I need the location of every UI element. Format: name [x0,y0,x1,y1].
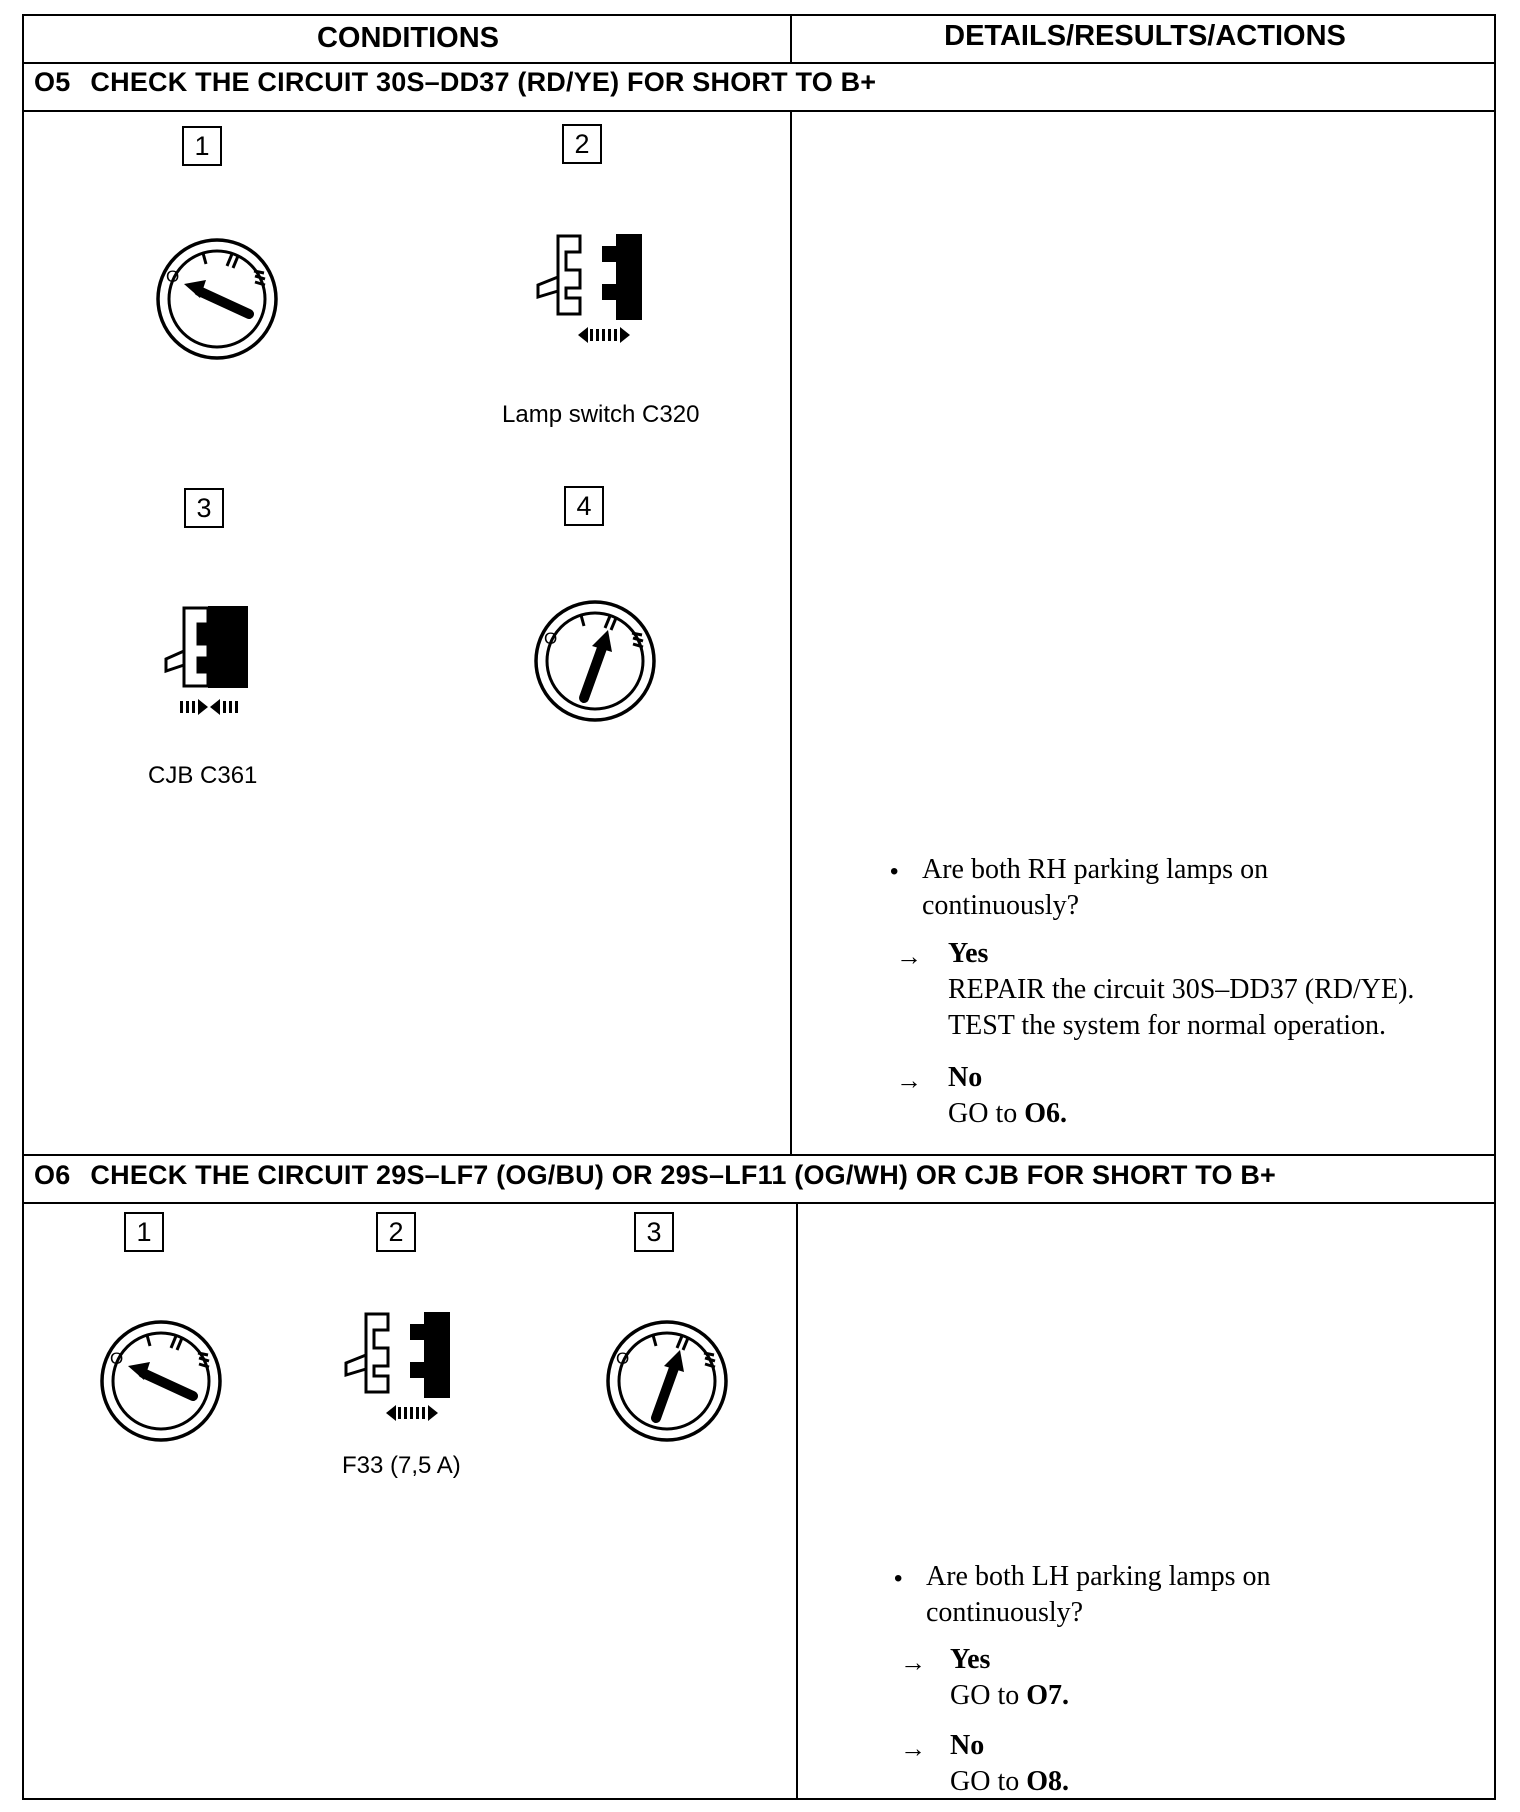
section-o6-divider [796,1202,798,1800]
o5-no-block: No GO to O6. [948,1060,1067,1132]
o5-no-prefix: GO to [948,1098,1025,1129]
o6-no-target: O8. [1026,1766,1070,1797]
o5-yes-label: Yes [948,938,989,969]
o5-yes-line-1: REPAIR the circuit 30S–DD37 (RD/YE). [948,974,1415,1005]
o6-no-arrow: → [900,1734,926,1763]
ignition-on-icon: O [606,1320,728,1442]
o6-no-prefix: GO to [950,1766,1027,1797]
section-o6-number: O6 [34,1160,71,1190]
o5-no-target: O6. [1024,1098,1068,1129]
svg-text:O: O [544,629,557,648]
o6-step-1-box: 1 [124,1212,164,1252]
o6-step-3-box: 3 [634,1212,674,1252]
o5-step-3-box: 3 [184,488,224,528]
o5-step-1-box: 1 [182,126,222,166]
section-o5-title: O5 CHECK THE CIRCUIT 30S–DD37 (RD/YE) FOR… [34,67,876,98]
o5-step-4-box: 4 [564,486,604,526]
header-details: DETAILS/RESULTS/ACTIONS [944,20,1346,52]
section-o5-divider [790,110,792,1155]
svg-text:O: O [110,1349,123,1368]
o6-no-block: No GO to O8. [950,1728,1069,1800]
svg-text:O: O [166,267,179,286]
o5-step-2-box: 2 [562,124,602,164]
o5-yes-line-2: TEST the system for normal operation. [948,1010,1387,1041]
ignition-off-icon: O [100,1320,222,1442]
o5-question: Are both RH parking lamps on continuousl… [922,854,1269,921]
section-o5-heading: CHECK THE CIRCUIT 30S–DD37 (RD/YE) FOR S… [90,67,877,97]
o5-yes-arrow: → [896,942,922,971]
section-o6-top-rule [24,1154,1494,1156]
svg-text:O: O [616,1349,629,1368]
header-conditions: CONDITIONS [316,22,500,54]
o6-yes-prefix: GO to [950,1680,1027,1711]
o6-yes-target: O7. [1026,1680,1070,1711]
section-o5-number: O5 [34,67,71,97]
o5-step-3-caption: CJB C361 [148,762,258,789]
section-o6-rule [24,1202,1494,1204]
o5-step-2-caption: Lamp switch C320 [502,401,700,428]
ignition-off-icon: O [156,238,278,360]
header-rule [24,62,1494,64]
o6-yes-block: Yes GO to O7. [950,1642,1069,1714]
o6-yes-label: Yes [950,1644,991,1675]
o5-no-arrow: → [896,1066,922,1095]
o6-yes-arrow: → [900,1648,926,1677]
o6-question-bullet: • [894,1565,903,1592]
section-o5-rule [24,110,1494,112]
o5-question-bullet: • [890,858,899,885]
header-divider [790,16,792,62]
disconnect-connector-icon [536,234,642,343]
o6-step-2-box: 2 [376,1212,416,1252]
connect-connector-icon [164,606,248,715]
o5-no-label: No [948,1062,983,1093]
ignition-on-icon: O [534,600,656,722]
section-o6-title: O6 CHECK THE CIRCUIT 29S–LF7 (OG/BU) OR 2… [34,1160,1276,1191]
o6-question: Are both LH parking lamps on continuousl… [926,1561,1271,1628]
o6-step-2-caption: F33 (7,5 A) [342,1452,461,1479]
section-o6-heading: CHECK THE CIRCUIT 29S–LF7 (OG/BU) OR 29S… [90,1160,1277,1190]
o6-no-label: No [950,1730,985,1761]
disconnect-connector-icon [344,1312,450,1421]
o5-yes-block: Yes REPAIR the circuit 30S–DD37 (RD/YE).… [948,936,1414,1044]
